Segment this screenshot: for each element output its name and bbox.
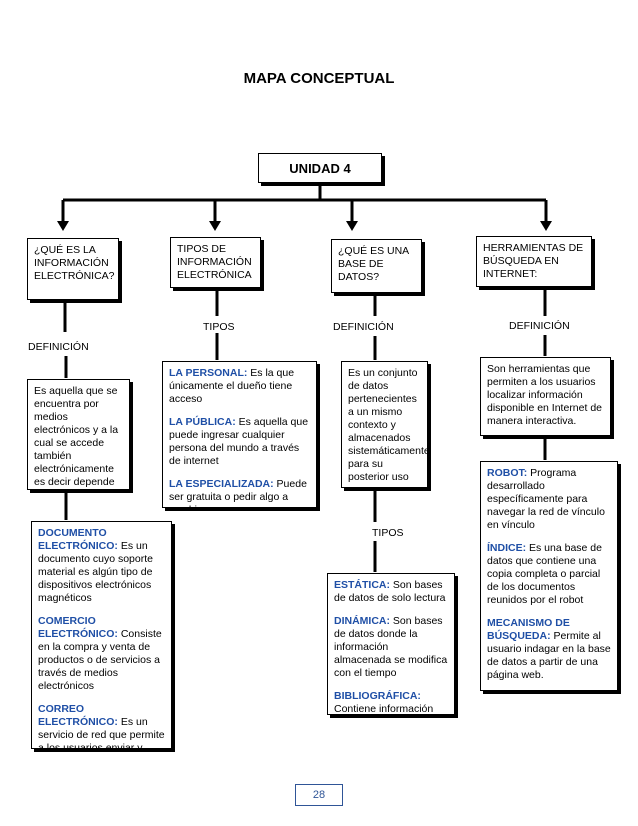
branch4-item: ROBOT: Programa desarrollado específicam… [487,467,611,532]
branch2-header-text: TIPOS DE INFORMACIÓN ELECTRÓNICA [177,243,252,281]
branch3-connector-label: DEFINICIÓN [333,321,394,333]
branch1-item: COMERCIO ELECTRÓNICO: Consiste en la com… [38,615,165,693]
branch2-item-text: Es la que únicamente el dueño tiene acce… [169,367,295,405]
branch3-item: ESTÁTICA: Son bases de datos de solo lec… [334,579,448,605]
branch3-item-term: ESTÁTICA: [334,579,390,591]
branch2-item: LA ESPECIALIZADA: Puede ser gratuita o p… [169,478,310,507]
branch2-item: LA PÚBLICA: Es aquella que puede ingresa… [169,416,310,468]
branch2-item-term: LA ESPECIALIZADA: [169,478,274,490]
branch3-item-text: Son bases de datos donde la información … [334,615,448,679]
branch3-header-text: ¿QUÉ ES UNA BASE DE DATOS? [338,245,409,283]
branch4-item: ÍNDICE: Es una base de datos que contien… [487,542,611,607]
branch1-item-text: Es un documento cuyo soporte material es… [38,540,153,604]
branch4-item-term: MECANISMO DE BÚSQUEDA: [487,617,570,642]
branch2-list: LA PERSONAL: Es la que únicamente el due… [162,361,317,508]
branch3-item-term: BIBLIOGRÁFICA: [334,690,421,702]
branch1-header-text: ¿QUÉ ES LA INFORMACIÓN ELECTRÓNICA? [34,244,115,282]
branch3-item-term: DINÁMICA: [334,615,390,627]
branch4-list: ROBOT: Programa desarrollado específicam… [480,461,618,691]
branch2-item-text: Puede ser gratuita o pedir algo a cambio [169,478,307,507]
branch4-item-term: ÍNDICE: [487,542,527,554]
branch3-item: DINÁMICA: Son bases de datos donde la in… [334,615,448,680]
branch1-list: DOCUMENTO ELECTRÓNICO: Es un documento c… [31,521,172,749]
branch3-list: ESTÁTICA: Son bases de datos de solo lec… [327,573,455,715]
branch4-definition-text: Son herramientas que permiten a los usua… [487,363,603,427]
branch2-item-term: LA PERSONAL: [169,367,248,379]
branch1-item-text: Consiste en la compra y venta de product… [38,628,162,692]
branch2-header: TIPOS DE INFORMACIÓN ELECTRÓNICA [170,237,261,288]
branch1-item-term: CORREO ELECTRÓNICO: [38,703,118,728]
branch1-item-text: Es un servicio de red que permite a los … [38,716,165,749]
branch4-item-term: ROBOT: [487,467,528,479]
branch4-header: HERRAMIENTAS DE BÚSQUEDA EN INTERNET: [476,236,592,287]
branch4-definition: Son herramientas que permiten a los usua… [480,357,611,436]
branch2-item-term: LA PÚBLICA: [169,416,236,428]
branch4-item-text: Programa desarrollado específicamente pa… [487,467,605,531]
branch3-header: ¿QUÉ ES UNA BASE DE DATOS? [331,239,422,293]
branch3-definition: Es un conjunto de datos pertenecientes a… [341,361,428,488]
branch1-item: CORREO ELECTRÓNICO: Es un servicio de re… [38,703,165,749]
branch1-item: DOCUMENTO ELECTRÓNICO: Es un documento c… [38,527,165,605]
branch3-definition-text: Es un conjunto de datos pertenecientes a… [348,367,428,483]
branch4-item: MECANISMO DE BÚSQUEDA: Permite al usuari… [487,617,611,682]
branch1-header: ¿QUÉ ES LA INFORMACIÓN ELECTRÓNICA? [27,238,119,300]
branch1-definition: Es aquella que se encuentra por medios e… [27,379,130,490]
branch2-item-text: Es aquella que puede ingresar cualquier … [169,416,309,467]
branch4-connector-label: DEFINICIÓN [509,320,570,332]
branch3-item-text: Contiene información sobre el autor [334,703,434,715]
branch2-item: LA PERSONAL: Es la que únicamente el due… [169,367,310,406]
branch1-item-term: COMERCIO ELECTRÓNICO: [38,615,118,640]
branch2-connector-label: TIPOS [203,321,235,333]
branch1-item-term: DOCUMENTO ELECTRÓNICO: [38,527,118,552]
branch3-item: BIBLIOGRÁFICA: Contiene información sobr… [334,690,448,715]
branch3-connector2-label: TIPOS [372,527,404,539]
branch1-connector-label: DEFINICIÓN [28,341,89,353]
page-title: MAPA CONCEPTUAL [243,70,395,87]
root-node: UNIDAD 4 [258,153,382,183]
page-number: 28 [295,784,343,806]
branch4-item-text: Permite al usuario indagar en la base de… [487,630,611,681]
branch3-item-text: Son bases de datos de solo lectura [334,579,446,604]
branch4-item-text: Es una base de datos que contiene una co… [487,542,602,606]
branch4-header-text: HERRAMIENTAS DE BÚSQUEDA EN INTERNET: [483,242,584,280]
branch1-definition-text: Es aquella que se encuentra por medios e… [34,385,119,488]
